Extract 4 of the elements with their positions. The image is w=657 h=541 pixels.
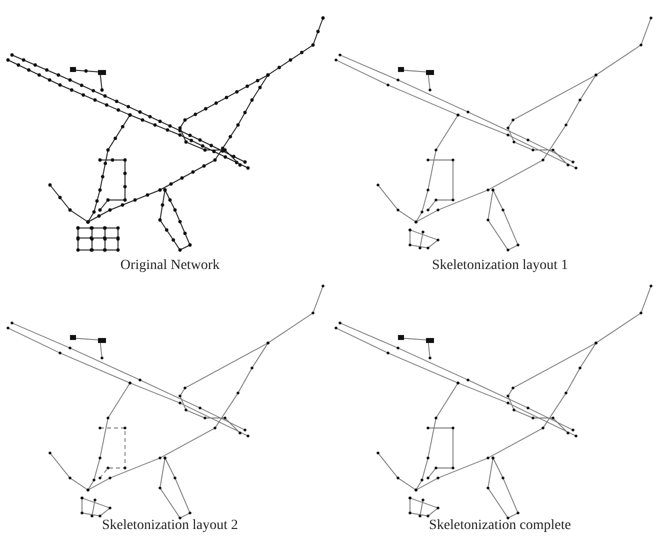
caption: Skeletonization layout 2 [102, 518, 238, 534]
caption: Skeletonization layout 1 [432, 258, 568, 274]
caption: Skeletonization complete [429, 518, 571, 534]
caption: Original Network [120, 258, 220, 274]
